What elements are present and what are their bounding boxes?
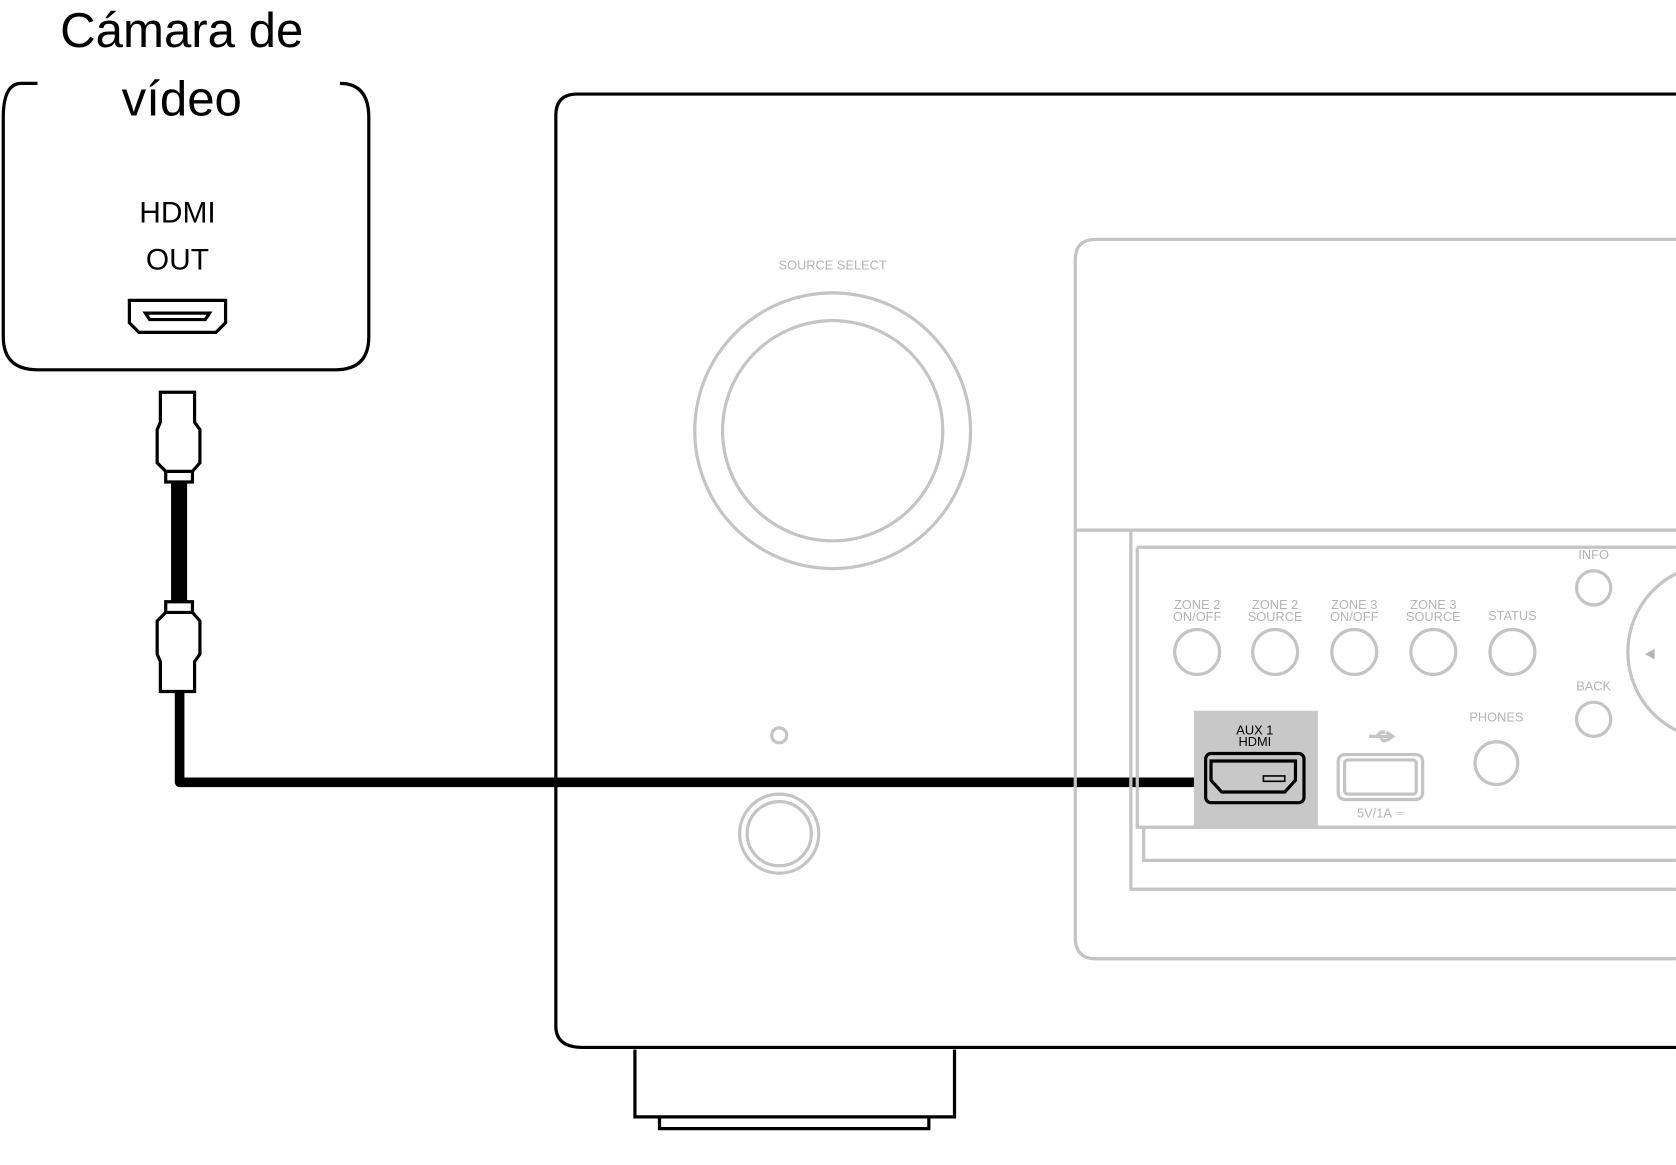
usb-port[interactable]: 5V/1A ⎓	[1336, 730, 1425, 821]
svg-text:SOURCE: SOURCE	[1406, 609, 1461, 624]
svg-text:ZONE 3: ZONE 3	[1410, 597, 1456, 612]
source-select-label: SOURCE SELECT	[779, 257, 887, 272]
svg-text:ZONE 3: ZONE 3	[1331, 597, 1377, 612]
svg-text:ZONE 2: ZONE 2	[1252, 597, 1298, 612]
svg-text:HDMI: HDMI	[1238, 734, 1271, 749]
indicator-led	[770, 726, 789, 745]
info-button[interactable]	[1574, 569, 1613, 607]
back-button[interactable]	[1574, 700, 1613, 739]
svg-text:PHONES: PHONES	[1469, 709, 1523, 724]
port-label-line2: OUT	[146, 243, 209, 276]
phones-jack[interactable]	[1473, 740, 1520, 787]
svg-text:ZONE 2: ZONE 2	[1174, 597, 1220, 612]
svg-text:5V/1A ⎓: 5V/1A ⎓	[1357, 806, 1405, 821]
svg-text:INFO: INFO	[1578, 547, 1609, 562]
svg-text:AUX 1: AUX 1	[1236, 722, 1273, 737]
av-receiver: SOURCE SELECT ZONE 2 ON/OFF ZONE 2 SOURC…	[554, 92, 1676, 1131]
zone2-onoff-button[interactable]	[1173, 627, 1222, 677]
svg-text:STATUS: STATUS	[1488, 608, 1537, 623]
zone3-onoff-button[interactable]	[1330, 627, 1379, 677]
svg-text:SOURCE: SOURCE	[1248, 609, 1303, 624]
aux1-hdmi-input[interactable]: AUX 1 HDMI	[1193, 710, 1318, 828]
front-buttons: ZONE 2 ON/OFF ZONE 2 SOURCE ZONE 3 ON/OF…	[1173, 547, 1676, 787]
svg-text:ON/OFF: ON/OFF	[1173, 609, 1222, 624]
source-select-knob[interactable]	[693, 291, 973, 571]
device-title-line2: vídeo	[122, 71, 242, 126]
hdmi-out-port-icon	[127, 298, 228, 335]
zone2-source-button[interactable]	[1251, 627, 1300, 677]
power-button[interactable]	[738, 792, 821, 875]
zone3-source-button[interactable]	[1409, 627, 1458, 677]
status-button[interactable]	[1488, 627, 1537, 677]
port-label-line1: HDMI	[139, 196, 215, 229]
svg-text:BACK: BACK	[1576, 678, 1611, 693]
device-title-line1: Cámara de	[60, 3, 303, 58]
hdmi-cable	[155, 390, 1264, 788]
left-arrow-icon	[1644, 648, 1655, 660]
video-camera: Cámara de vídeo HDMI OUT	[1, 3, 371, 372]
cursor-wheel[interactable]	[1626, 564, 1676, 739]
svg-text:ON/OFF: ON/OFF	[1330, 609, 1379, 624]
usb-icon	[1369, 730, 1396, 743]
